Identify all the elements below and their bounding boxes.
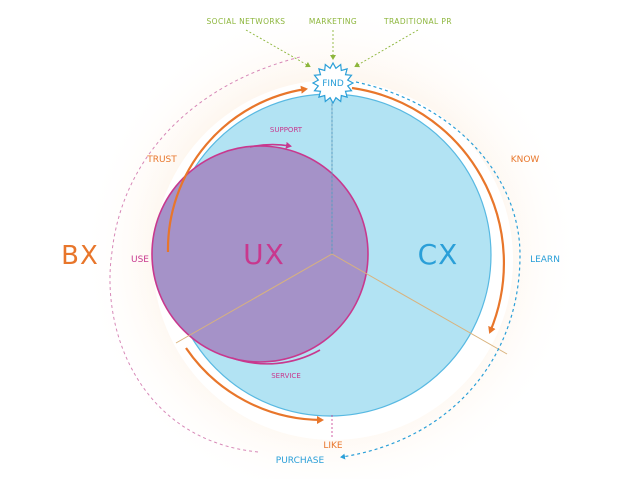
label-service: SERVICE: [271, 372, 301, 380]
find-starburst: [311, 61, 355, 105]
bx-arc-left-top: [166, 85, 308, 253]
source-traditional-pr: TRADITIONAL PR: [383, 17, 452, 26]
cx-dashed-loop: [340, 81, 521, 460]
input-line-social: [245, 29, 311, 68]
divider-left: [175, 253, 333, 344]
label-ux: UX: [243, 238, 285, 271]
ux-arc-top: [249, 141, 292, 149]
label-learn: LEARN: [530, 255, 560, 265]
label-use: USE: [131, 255, 149, 265]
bx-dashed-loop: [109, 56, 301, 453]
label-support: SUPPORT: [270, 126, 303, 134]
label-know: KNOW: [511, 155, 540, 165]
label-trust: TRUST: [146, 155, 177, 165]
bx-arc-bottom: [185, 347, 324, 424]
label-bx: BX: [61, 241, 99, 271]
source-marketing: MARKETING: [309, 17, 357, 26]
label-cx: CX: [418, 238, 459, 271]
bx-arc-right: [351, 86, 505, 334]
find-label: FIND: [322, 79, 344, 89]
label-purchase: PURCHASE: [276, 456, 325, 466]
divider-right: [331, 253, 508, 355]
find-badge: FIND: [311, 61, 355, 105]
source-social-networks: SOCIAL NETWORKS: [207, 17, 286, 26]
ux-arc-bottom: [231, 349, 321, 365]
label-like: LIKE: [323, 441, 343, 451]
